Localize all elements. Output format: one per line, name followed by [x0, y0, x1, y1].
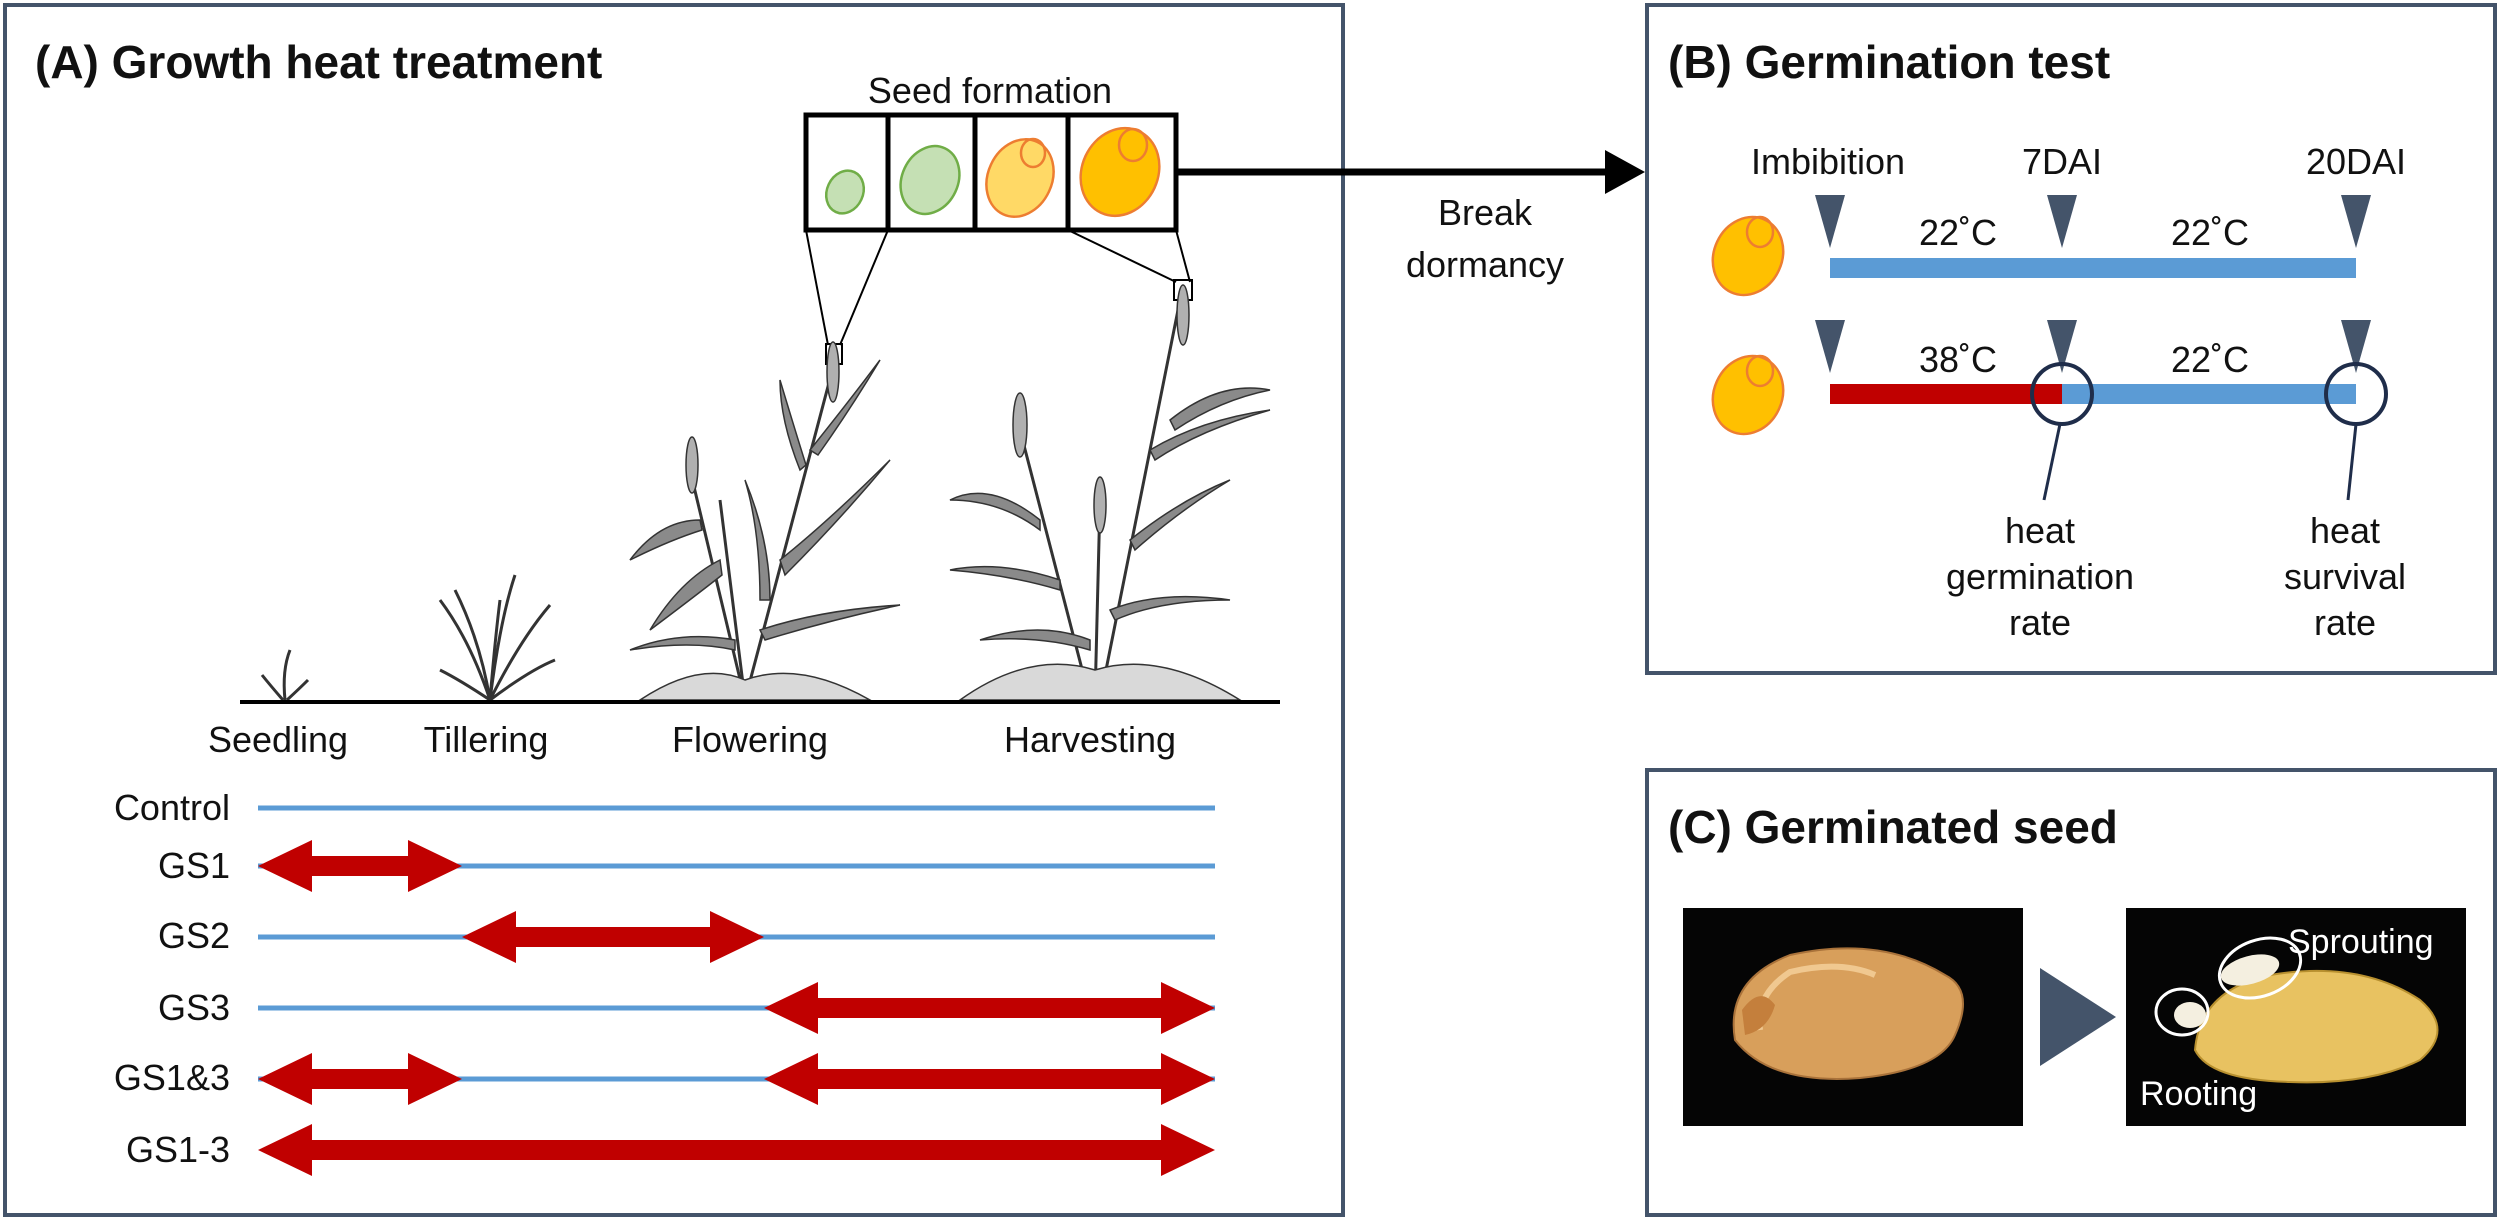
treatment-label-gs1: GS1 — [158, 845, 230, 886]
seed-icon-row1 — [1711, 215, 1785, 297]
marker-20dai-row2 — [2341, 320, 2371, 373]
plant-flowering-icon — [629, 341, 901, 701]
seed-stage-4-icon — [1079, 126, 1161, 218]
panel-c-title: (C) Germinated seed — [1668, 801, 2118, 853]
marker-imbibition-row1 — [1815, 195, 1845, 248]
timepoint-label-20dai: 20DAI — [2306, 141, 2406, 182]
treatment-label-gs1-to-3: GS1-3 — [126, 1129, 230, 1170]
temp-row1-phase1: 22˚C — [1919, 212, 1997, 253]
panel-b-title: (B) Germination test — [1668, 36, 2110, 88]
timeline-row2-heat — [1830, 384, 2062, 404]
seed-stage-2-icon — [899, 144, 961, 216]
seed-formation-label: Seed formation — [868, 70, 1112, 111]
break-dormancy-label-line2: dormancy — [1406, 244, 1564, 285]
treatment-label-gs2: GS2 — [158, 915, 230, 956]
seed-stage-3-icon — [985, 137, 1055, 218]
stage-label-seedling: Seedling — [208, 719, 348, 760]
temp-row2-phase1: 38˚C — [1919, 339, 1997, 380]
panel-c-border — [1645, 768, 2497, 1217]
zoom-lines — [805, 229, 1193, 365]
gs1-3-combo-heat-arrow-3 — [764, 1053, 1215, 1105]
germination-row-heat: 38˚C 22˚C — [1711, 320, 2388, 501]
temp-row2-phase2: 22˚C — [2171, 339, 2249, 380]
rooting-label: Rooting — [2140, 1075, 2257, 1113]
measure-survival-line1: heat — [2310, 510, 2380, 551]
sprouting-circle — [2217, 936, 2303, 1000]
gs2-heat-arrow — [462, 911, 764, 963]
marker-7dai-row1 — [2047, 195, 2077, 248]
seed-photo-germinated: Sprouting Rooting — [2126, 908, 2466, 1126]
measure-germination-line3: rate — [2009, 602, 2071, 643]
panel-b-border — [1645, 3, 2497, 675]
marker-7dai-row2 — [2047, 320, 2077, 373]
treatment-label-gs1-3-combo: GS1&3 — [114, 1057, 230, 1098]
seed-formation-box — [803, 112, 1179, 233]
gs1-3-combo-heat-arrow-1 — [258, 1053, 462, 1105]
stage-label-tillering: Tillering — [424, 719, 549, 760]
panel-a: (A) Growth heat treatment Seed formation — [3, 3, 1345, 1217]
panel-c: (C) Germinated seed Sprouting Rooting — [1645, 768, 2497, 1217]
plant-harvesting-icon — [949, 284, 1271, 701]
measure-germination-line1: heat — [2005, 510, 2075, 551]
break-dormancy-label-line1: Break — [1438, 192, 1533, 233]
seed-stage-1-icon — [824, 169, 866, 215]
treatment-label-control: Control — [114, 787, 230, 828]
treatment-timelines — [258, 805, 1215, 1176]
seed-photo-before — [1683, 908, 2023, 1126]
temp-row1-phase2: 22˚C — [2171, 212, 2249, 253]
panel-a-border — [3, 3, 1345, 1217]
rooting-circle — [2154, 987, 2210, 1037]
panel-b: (B) Germination test Imbibition 7DAI 20D… — [1645, 3, 2497, 675]
plant-seedling-icon — [260, 649, 310, 702]
panel-a-title: (A) Growth heat treatment — [35, 36, 602, 88]
gs1-heat-arrow — [258, 840, 462, 892]
measure-survival-line2: survival — [2284, 556, 2406, 597]
gs3-heat-arrow — [764, 982, 1215, 1034]
timeline-row1 — [1830, 258, 2356, 278]
timeline-row2-recovery — [2062, 384, 2356, 404]
plant-tillering-icon — [438, 574, 556, 702]
measure-circle-germination — [2030, 362, 2094, 426]
timepoint-label-imbibition: Imbibition — [1751, 141, 1905, 182]
measure-germination-line2: germination — [1946, 556, 2134, 597]
measure-survival-line3: rate — [2314, 602, 2376, 643]
marker-20dai-row1 — [2341, 195, 2371, 248]
stage-label-harvesting: Harvesting — [1004, 719, 1176, 760]
timepoint-label-7dai: 7DAI — [2022, 141, 2102, 182]
transition-arrow-icon — [2040, 968, 2116, 1066]
seed-icon-row2 — [1711, 354, 1785, 436]
germination-row-control: 22˚C 22˚C — [1711, 195, 2371, 297]
stage-label-flowering: Flowering — [672, 719, 828, 760]
marker-imbibition-row2 — [1815, 320, 1845, 373]
break-dormancy-connector: Break dormancy — [1176, 150, 1645, 285]
treatment-label-gs3: GS3 — [158, 987, 230, 1028]
sprouting-label: Sprouting — [2288, 923, 2434, 961]
gs1-to-3-heat-arrow — [258, 1124, 1215, 1176]
